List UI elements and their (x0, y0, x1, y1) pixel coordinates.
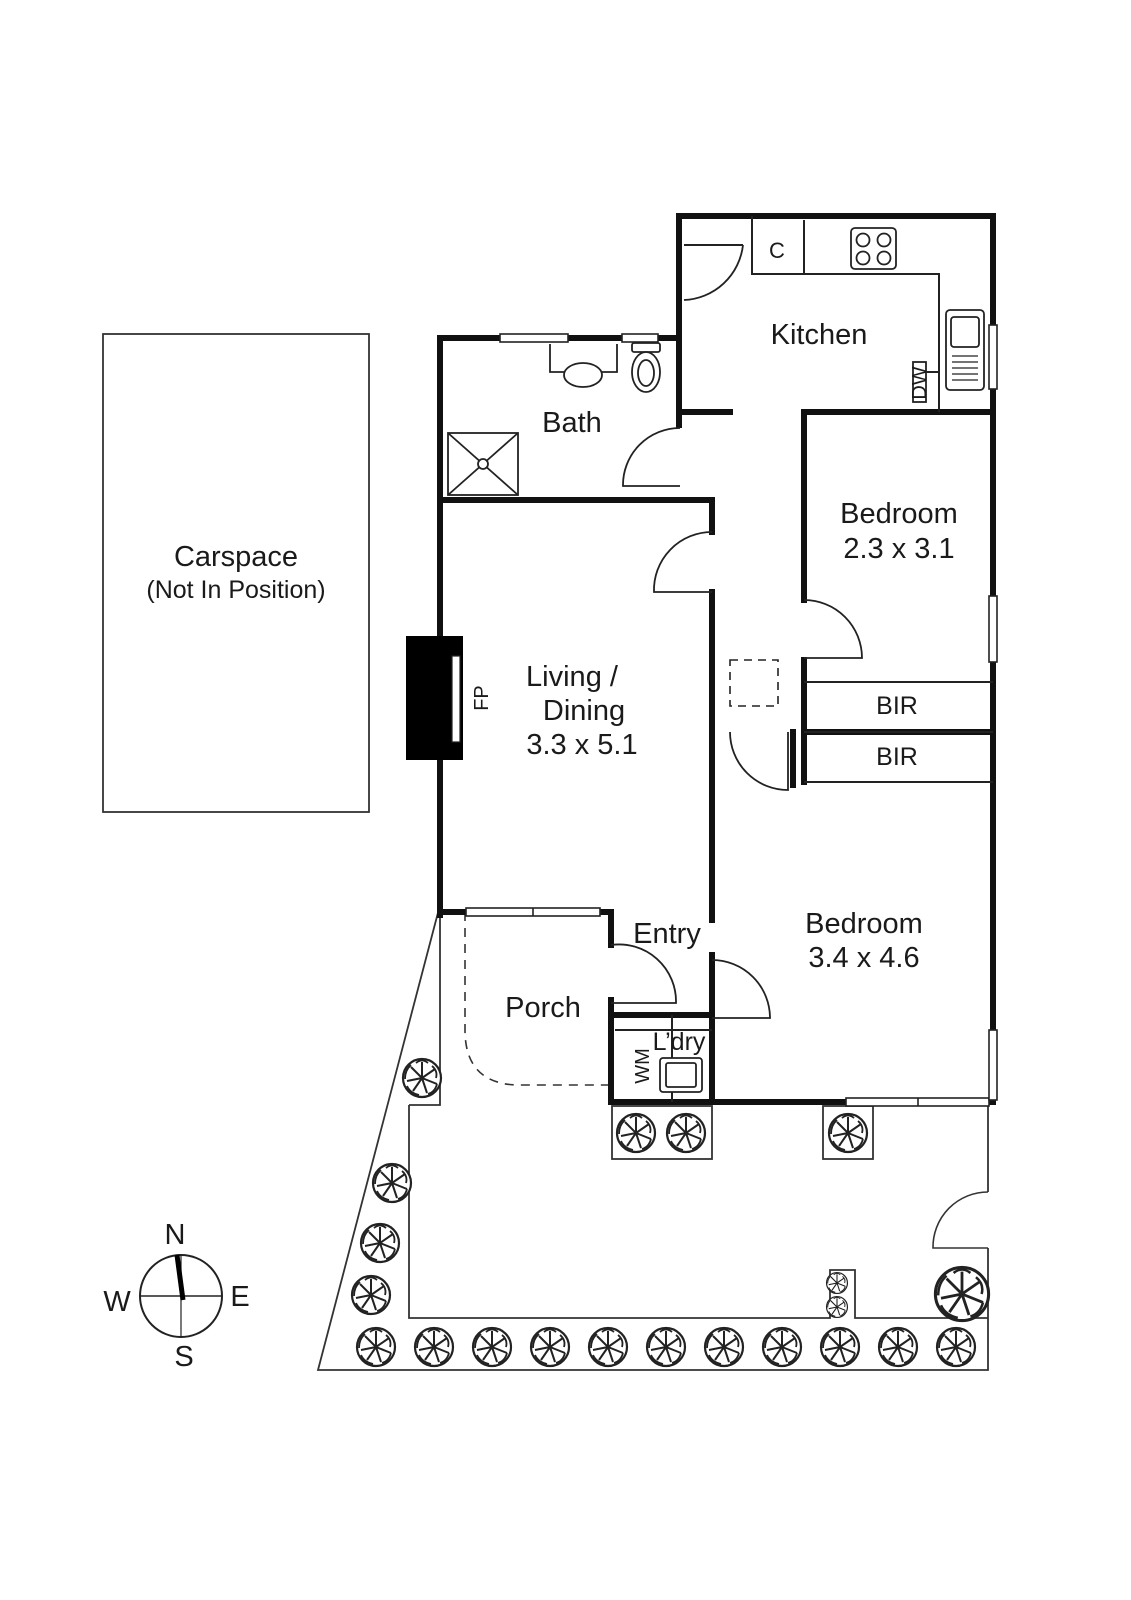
toilet-icon (631, 342, 661, 393)
north-arrow-icon (174, 1254, 186, 1301)
bedroom-1-size: 2.3 x 3.1 (843, 533, 954, 565)
vanity-basin-icon (549, 344, 618, 388)
living-label-line1: Living / (526, 661, 619, 693)
room-labels: Kitchen Bath Bedroom 2.3 x 3.1 Living / … (505, 319, 958, 1056)
shrub-icon (645, 1326, 687, 1368)
bedroom-2-label: Bedroom (805, 908, 923, 940)
shrub-icon (587, 1326, 629, 1368)
shrub-icon (471, 1326, 513, 1368)
bedroom-1-label: Bedroom (840, 498, 958, 530)
shrub-icon (529, 1326, 571, 1368)
shrub-icon (761, 1326, 803, 1368)
shrub-icon (413, 1326, 455, 1368)
joinery-lines (615, 216, 993, 1102)
porch-label: Porch (505, 992, 581, 1024)
compass-east: E (230, 1281, 249, 1313)
cupboard-label: C (769, 238, 785, 263)
shrub-icon (350, 1274, 392, 1316)
shrub-icon (825, 1295, 849, 1319)
cooktop-icon (850, 227, 897, 270)
shrub-icon (401, 1057, 443, 1099)
shrub-icon (877, 1326, 919, 1368)
shrub-icon (935, 1326, 977, 1368)
shrub-icon (359, 1222, 401, 1264)
carspace-label: Carspace (174, 541, 298, 573)
washing-machine: WM (632, 1048, 654, 1084)
shrub-icon (933, 1265, 991, 1323)
shrub-icon (355, 1326, 397, 1368)
bath-label: Bath (542, 407, 602, 439)
laundry-label: L’dry (653, 1028, 706, 1056)
shrub-icon (825, 1271, 849, 1295)
carspace-area: Carspace (Not In Position) (102, 333, 370, 813)
entry-label: Entry (633, 918, 701, 950)
porch-outline (464, 912, 608, 1086)
living-size: 3.3 x 5.1 (526, 729, 637, 761)
shrub-icon (665, 1112, 707, 1154)
ceiling-hatch-icon (729, 659, 779, 707)
compass-south: S (174, 1341, 193, 1373)
shrub-icon (371, 1162, 413, 1204)
kitchen-sink-icon (945, 309, 985, 391)
compass-rose: N E S W (103, 1219, 249, 1373)
bedroom-2-size: 3.4 x 4.6 (808, 942, 919, 974)
bir-2-label: BIR (876, 743, 918, 771)
garden-boundary (316, 904, 989, 1371)
bir-1-label: BIR (876, 692, 918, 720)
kitchen-label: Kitchen (771, 319, 868, 351)
shrub-icon (819, 1326, 861, 1368)
dishwasher-label: DW (909, 366, 931, 399)
kitchen-cupboard: C (769, 238, 785, 263)
windows (465, 324, 998, 1107)
fireplace-label: FP (471, 685, 493, 711)
washing-machine-label: WM (632, 1048, 654, 1084)
compass-north: N (165, 1219, 186, 1251)
shrub-icon (703, 1326, 745, 1368)
shrub-icon (615, 1112, 657, 1154)
shower-icon (447, 432, 519, 496)
carspace-note: (Not In Position) (146, 576, 325, 604)
compass-west: W (103, 1286, 131, 1318)
dishwasher: DW (909, 361, 931, 403)
fireplace: FP (406, 636, 493, 760)
doors (610, 244, 863, 1019)
living-label-line2: Dining (543, 695, 625, 727)
laundry-tub-icon (659, 1057, 703, 1093)
shrub-icon (827, 1112, 869, 1154)
